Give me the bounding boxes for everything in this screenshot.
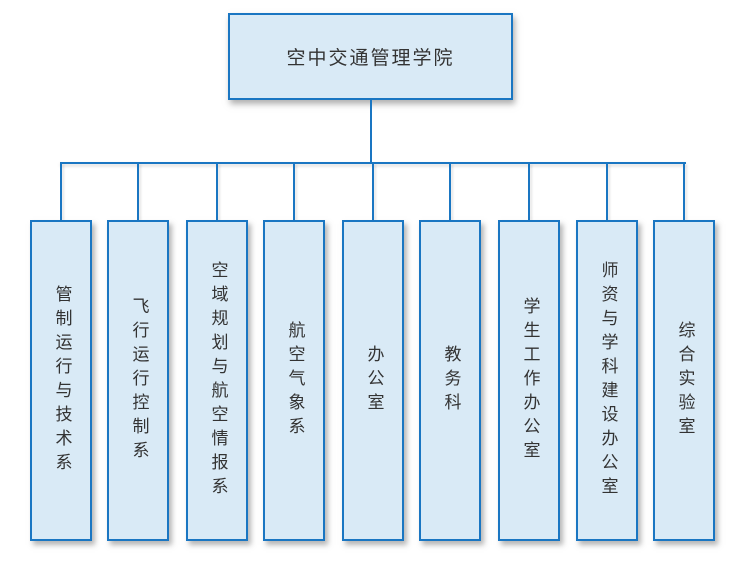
dept-box-8: 师资与学科建设办公室 [576, 220, 638, 541]
dept-label-7: 学生工作办公室 [519, 296, 540, 465]
connector-drop-1 [60, 164, 62, 220]
dept-label-6: 教务科 [440, 344, 461, 417]
dept-box-5: 办公室 [342, 220, 404, 541]
root-box: 空中交通管理学院 [228, 13, 513, 100]
dept-box-3: 空域规划与航空情报系 [186, 220, 248, 541]
dept-label-4: 航空气象系 [284, 320, 305, 441]
dept-box-2: 飞行运行控制系 [107, 220, 169, 541]
connector-drop-4 [293, 164, 295, 220]
connector-drop-2 [137, 164, 139, 220]
connector-horizontal [60, 162, 686, 164]
dept-box-9: 综合实验室 [653, 220, 715, 541]
connector-trunk [370, 100, 372, 162]
root-label: 空中交通管理学院 [286, 47, 455, 69]
dept-label-2: 飞行运行控制系 [128, 296, 149, 465]
dept-label-5: 办公室 [363, 344, 384, 417]
connector-drop-6 [449, 164, 451, 220]
connector-drop-7 [528, 164, 530, 220]
connector-drop-9 [683, 164, 685, 220]
dept-label-1: 管制运行与技术系 [51, 284, 72, 477]
dept-label-8: 师资与学科建设办公室 [597, 260, 618, 501]
connector-drop-3 [216, 164, 218, 220]
connector-drop-8 [606, 164, 608, 220]
connector-drop-5 [372, 164, 374, 220]
dept-box-6: 教务科 [419, 220, 481, 541]
dept-box-1: 管制运行与技术系 [30, 220, 92, 541]
dept-box-7: 学生工作办公室 [498, 220, 560, 541]
dept-box-4: 航空气象系 [263, 220, 325, 541]
dept-label-9: 综合实验室 [674, 320, 695, 441]
dept-label-3: 空域规划与航空情报系 [207, 260, 228, 501]
